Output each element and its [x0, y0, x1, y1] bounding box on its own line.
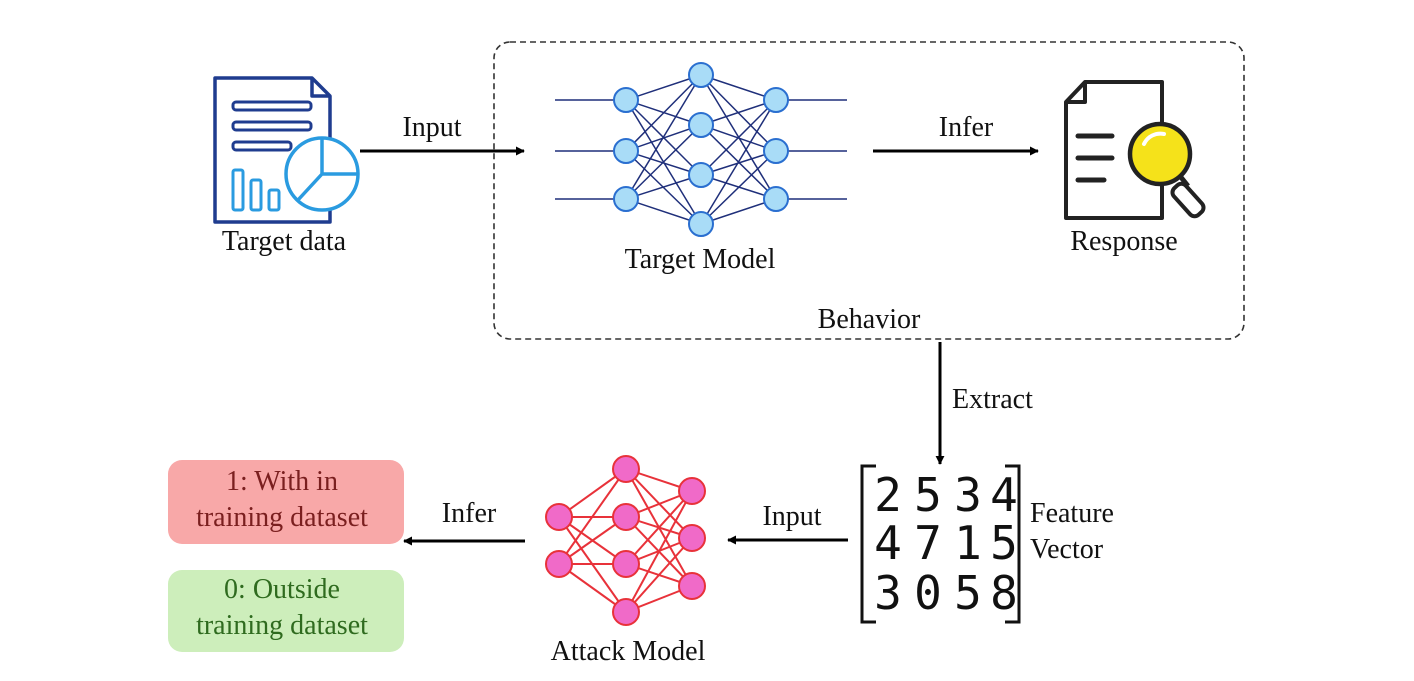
feature-vector-label-line2: Vector — [1030, 534, 1104, 565]
network-edge — [700, 150, 777, 225]
network-edge — [625, 74, 702, 152]
network-edge — [625, 124, 702, 200]
matrix-left-bracket — [860, 464, 876, 624]
response-label: Response — [1070, 226, 1177, 257]
network-node — [612, 598, 640, 626]
network-node — [763, 138, 789, 164]
matrix-cell: 7 — [914, 516, 942, 570]
target-data-label: Target data — [222, 226, 347, 257]
matrix-right-bracket — [1005, 464, 1021, 624]
input-label-bottom: Input — [762, 501, 821, 532]
target-model-label: Target Model — [625, 244, 776, 275]
network-node — [545, 503, 573, 531]
network-node — [612, 455, 640, 483]
network-edge — [625, 198, 702, 225]
network-node — [613, 186, 639, 212]
matrix-cell: 5 — [914, 468, 942, 522]
network-node — [678, 524, 706, 552]
network-node — [612, 550, 640, 578]
attack-model-label: Attack Model — [551, 636, 706, 667]
result-in-training-box — [168, 460, 404, 544]
network-node — [612, 503, 640, 531]
network-edge — [625, 74, 702, 200]
network-edge — [700, 99, 777, 126]
network-node — [545, 550, 573, 578]
feature-vector-label-line1: Feature — [1030, 498, 1114, 529]
matrix-cell: 3 — [954, 468, 982, 522]
result-out-line1: 0: Outside — [224, 574, 340, 605]
network-node — [613, 87, 639, 113]
network-edge — [700, 198, 777, 225]
network-edge — [625, 174, 702, 200]
network-edge — [700, 99, 777, 176]
network-node — [688, 211, 714, 237]
result-out-training-box — [168, 570, 404, 652]
network-edge — [700, 74, 777, 101]
network-edge — [625, 74, 702, 101]
network-node — [688, 162, 714, 188]
network-node — [678, 572, 706, 600]
matrix-cell: 8 — [990, 566, 1018, 620]
attack-model-network — [545, 455, 706, 626]
infer-label-top: Infer — [939, 112, 994, 143]
result-in-line2: training dataset — [196, 502, 368, 533]
network-edge — [558, 468, 627, 565]
matrix-cell: 5 — [990, 516, 1018, 570]
infer-label-bottom: Infer — [442, 498, 497, 529]
matrix-cell: 4 — [990, 468, 1018, 522]
network-edge — [625, 490, 693, 565]
behavior-label: Behavior — [818, 304, 921, 335]
matrix-cell: 4 — [874, 516, 902, 570]
result-in-line1: 1: With in — [226, 466, 338, 497]
extract-label: Extract — [952, 384, 1033, 415]
matrix-cell: 3 — [874, 566, 902, 620]
network-node — [613, 138, 639, 164]
network-node — [763, 186, 789, 212]
matrix-cell: 0 — [914, 566, 942, 620]
network-node — [688, 62, 714, 88]
matrix-cell: 1 — [954, 516, 982, 570]
target-model-network — [555, 62, 847, 237]
network-node — [678, 477, 706, 505]
input-label-top: Input — [402, 112, 461, 143]
document-search-icon — [1064, 80, 1206, 220]
network-edge — [625, 490, 693, 613]
network-node — [763, 87, 789, 113]
document-chart-icon — [213, 76, 360, 224]
matrix-cell: 5 — [954, 566, 982, 620]
matrix-cell: 2 — [874, 468, 902, 522]
network-edge — [625, 537, 693, 613]
network-edge — [700, 99, 777, 225]
behavior-box — [493, 41, 1245, 340]
result-out-line2: training dataset — [196, 610, 368, 641]
network-node — [688, 112, 714, 138]
